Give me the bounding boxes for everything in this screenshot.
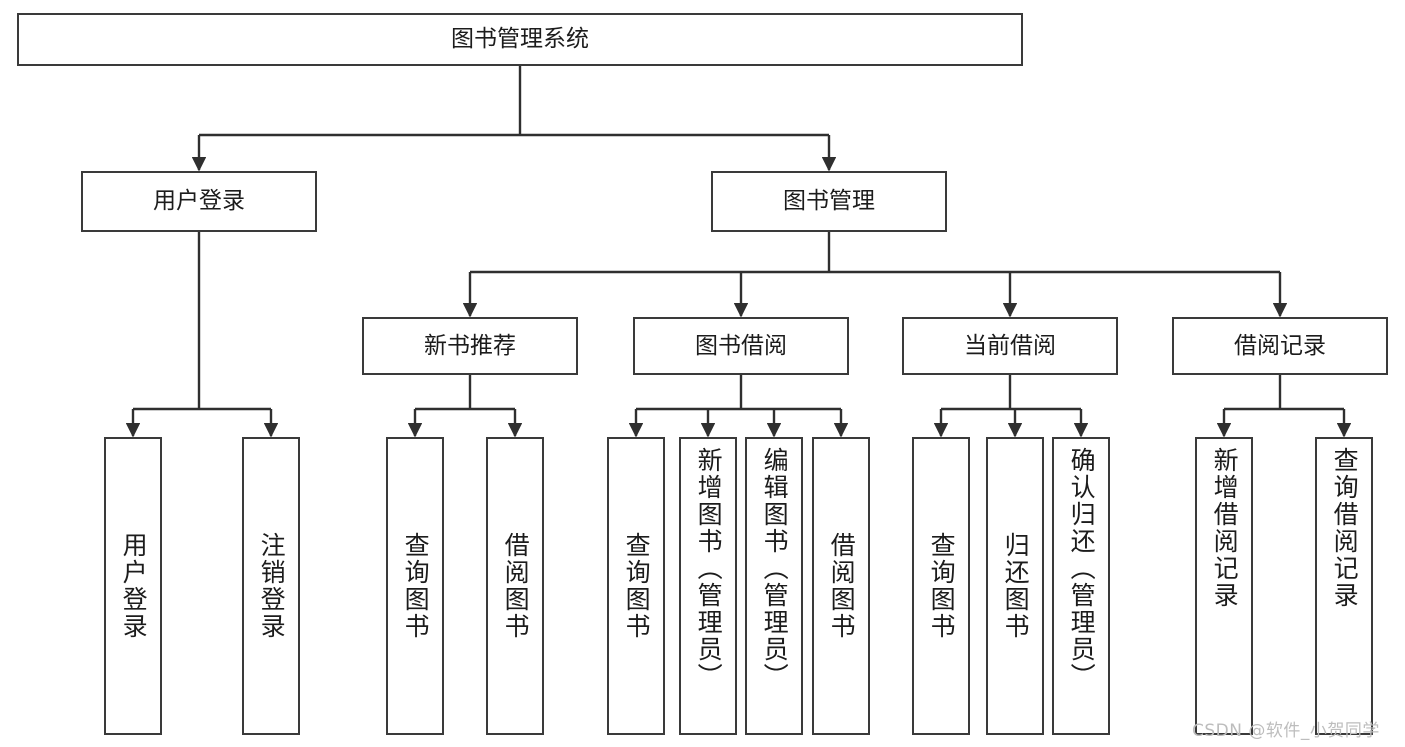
node-label: 借阅记录 [1234,332,1326,359]
node-leaf-b2[interactable]: 借阅图书 [812,437,870,735]
node-label: 图书管理系统 [451,26,589,53]
node-newbook[interactable]: 新书推荐 [362,317,578,375]
node-leaf-login[interactable]: 用户登录 [104,437,162,735]
node-label: 用户登录 [153,188,245,215]
node-leaf-addrec[interactable]: 新增借阅记录 [1195,437,1253,735]
node-leaf-q2[interactable]: 查询图书 [607,437,665,735]
node-label: 查询图书 [401,532,431,640]
node-borrow[interactable]: 图书借阅 [633,317,849,375]
node-label: 借阅图书 [501,532,531,640]
node-leaf-logout[interactable]: 注销登录 [242,437,300,735]
node-leaf-add[interactable]: 新增图书（管理员） [679,437,737,735]
node-label: 当前借阅 [964,332,1056,359]
node-label: 确认归还（管理员） [1067,447,1097,690]
watermark: CSDN @软件_小贺同学 [1192,721,1380,741]
node-current[interactable]: 当前借阅 [902,317,1118,375]
node-label: 查询图书 [927,532,957,640]
node-login[interactable]: 用户登录 [81,171,317,232]
node-leaf-confirm[interactable]: 确认归还（管理员） [1052,437,1110,735]
node-label: 归还图书 [1001,532,1031,640]
node-leaf-q3[interactable]: 查询图书 [912,437,970,735]
node-label: 注销登录 [257,532,287,640]
node-leaf-edit[interactable]: 编辑图书（管理员） [745,437,803,735]
node-leaf-b1[interactable]: 借阅图书 [486,437,544,735]
node-label: 用户登录 [119,532,149,640]
node-records[interactable]: 借阅记录 [1172,317,1388,375]
node-leaf-return[interactable]: 归还图书 [986,437,1044,735]
node-root[interactable]: 图书管理系统 [17,13,1023,66]
node-label: 查询借阅记录 [1330,447,1360,609]
node-label: 借阅图书 [827,532,857,640]
node-leaf-q1[interactable]: 查询图书 [386,437,444,735]
node-bookmgmt[interactable]: 图书管理 [711,171,947,232]
node-leaf-qrec[interactable]: 查询借阅记录 [1315,437,1373,735]
node-label: 图书借阅 [695,332,787,359]
node-label: 新增借阅记录 [1210,447,1240,609]
node-label: 新书推荐 [424,332,516,359]
node-label: 编辑图书（管理员） [760,447,790,690]
node-label: 图书管理 [783,188,875,215]
node-label: 新增图书（管理员） [694,447,724,690]
node-label: 查询图书 [622,532,652,640]
